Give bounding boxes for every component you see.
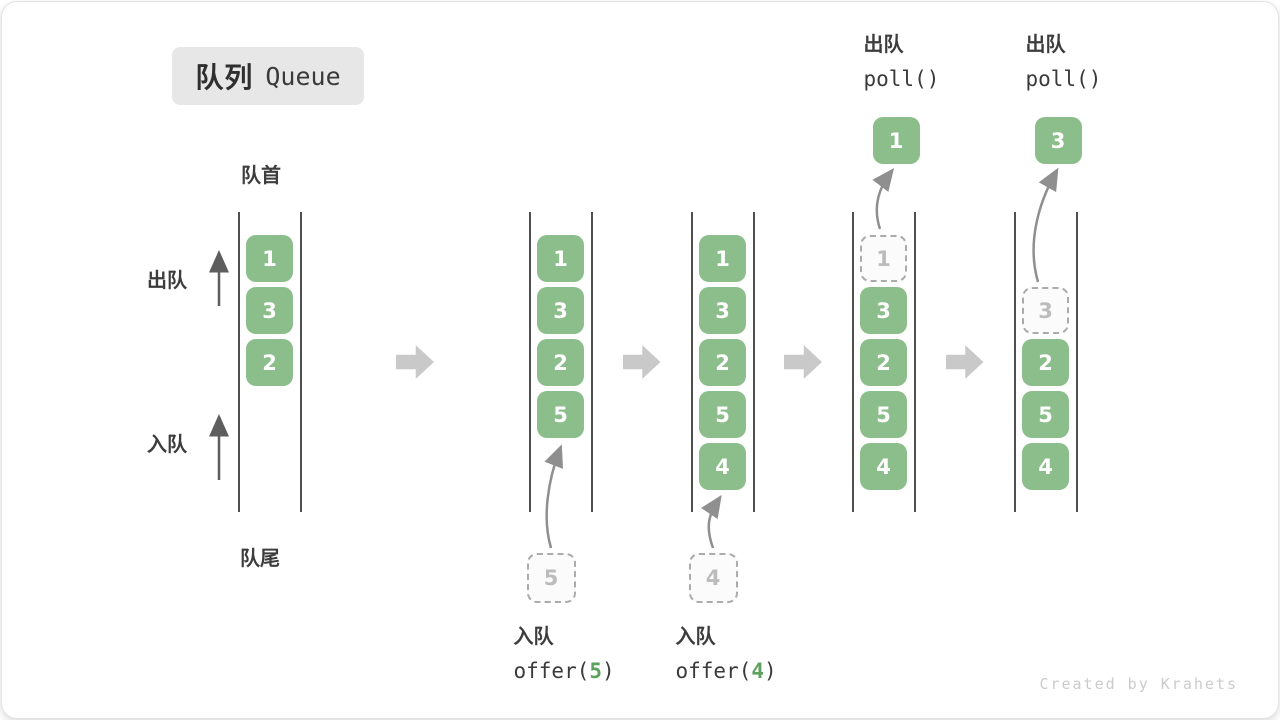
incoming-item-ghost: 5: [526, 553, 576, 603]
enqueue-caption: 入队 offer(5): [514, 620, 615, 688]
next-state-arrow: [945, 345, 984, 379]
code-arg: 4: [751, 659, 765, 683]
code-pre: offer(: [675, 659, 752, 683]
queue-item-ghost: 1: [860, 235, 907, 282]
queue-item: 4: [699, 443, 746, 490]
queue-item: 2: [537, 339, 584, 386]
enqueue-caption-code: offer(5): [514, 654, 615, 688]
queue-item: 1: [246, 235, 293, 282]
queue-wall: [528, 212, 531, 512]
dequeue-caption: 出队 poll(): [864, 28, 940, 96]
queue-item: 5: [699, 391, 746, 438]
label-queue-rear: 队尾: [240, 548, 280, 570]
dequeue-caption-code: poll(): [863, 67, 940, 91]
code-post: ): [764, 659, 777, 683]
queue-item: 3: [537, 287, 584, 334]
queue-item: 1: [537, 235, 584, 282]
queue-item: 2: [699, 339, 746, 386]
title-chinese: 队列: [195, 62, 254, 93]
code-arg: 5: [589, 659, 603, 683]
queue-item: 2: [860, 339, 907, 386]
queue-item: 5: [860, 391, 907, 438]
queue-wall: [690, 212, 693, 512]
dequeue-caption: 出队 poll(): [1026, 28, 1102, 96]
queue-wall: [1075, 212, 1078, 512]
queue-item: 2: [246, 339, 293, 386]
label-dequeue-side: 出队: [147, 270, 187, 292]
next-state-arrow: [784, 345, 822, 379]
queue-item: 2: [1022, 339, 1069, 386]
enqueue-caption-label: 入队: [513, 626, 554, 648]
dequeue-caption-label: 出队: [863, 34, 904, 56]
queue-wall: [237, 212, 240, 512]
next-state-arrow: [622, 345, 661, 379]
queue-wall: [913, 212, 916, 512]
enqueue-caption: 入队 offer(4): [676, 620, 777, 688]
queue-wall: [851, 212, 854, 512]
next-state-arrow: [396, 345, 434, 379]
enqueue-4-arrow: [700, 494, 722, 549]
code-post: ): [602, 659, 615, 683]
enqueue-caption-code: offer(4): [676, 654, 777, 688]
enqueue-caption-label: 入队: [675, 626, 716, 648]
incoming-item-ghost: 4: [688, 553, 738, 603]
queue-wall: [590, 212, 593, 512]
queue-wall: [752, 212, 755, 512]
queue-item: 4: [1022, 443, 1069, 490]
watermark: Created by Krahets: [1039, 675, 1238, 693]
queue-item: 3: [246, 287, 293, 334]
title-english: Queue: [265, 61, 341, 91]
enqueue-5-arrow: [544, 444, 564, 549]
dequeue-caption-code: poll(): [1025, 67, 1102, 91]
queue-item: 5: [537, 391, 584, 438]
queue-item: 3: [860, 287, 907, 334]
queue-item: 3: [699, 287, 746, 334]
title-badge: 队列 Queue: [172, 47, 364, 105]
dequeue-1-arrow: [872, 168, 895, 230]
queue-wall: [299, 212, 302, 512]
label-queue-front: 队首: [241, 165, 281, 187]
dequeue-caption-label: 出队: [1025, 34, 1066, 56]
queue-item-ghost: 3: [1022, 287, 1069, 334]
label-enqueue-side: 入队: [147, 434, 187, 456]
queue-item: 4: [860, 443, 907, 490]
code-pre: offer(: [513, 659, 590, 683]
outgoing-item: 3: [1034, 117, 1082, 164]
dequeue-3-arrow: [1032, 167, 1059, 283]
outgoing-item: 1: [872, 117, 920, 164]
queue-wall: [1013, 212, 1016, 512]
queue-item: 1: [699, 235, 746, 282]
queue-item: 5: [1022, 391, 1069, 438]
